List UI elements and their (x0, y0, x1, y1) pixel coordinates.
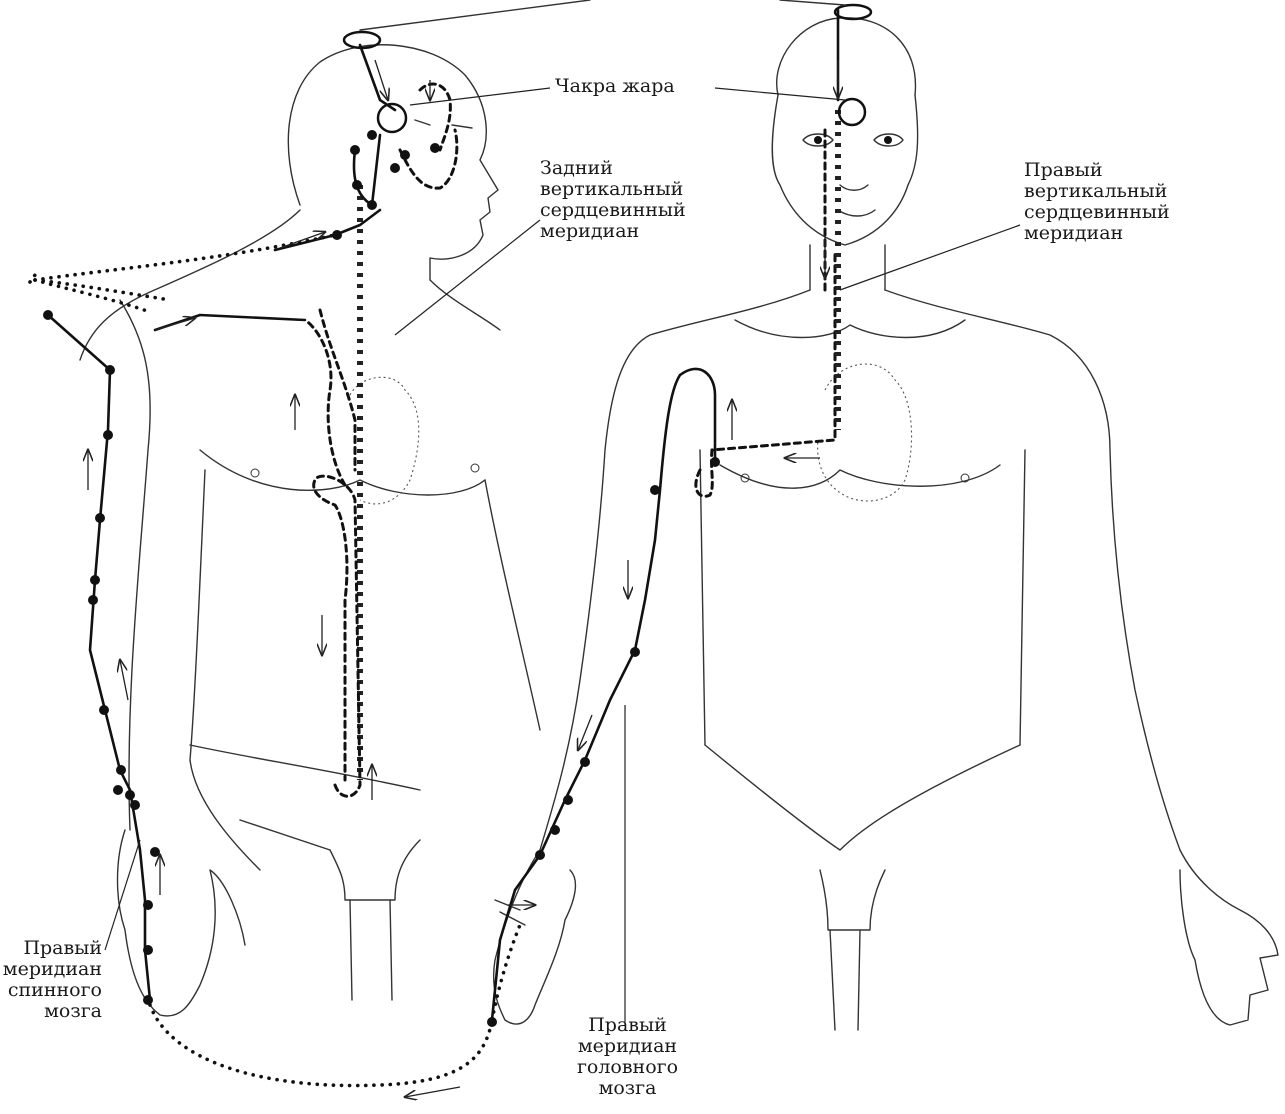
arrow-icon (120, 660, 129, 701)
arrow-icon (405, 1086, 461, 1097)
arrow-icon (578, 714, 593, 750)
label-brain-meridian: Правый меридиан головного мозга (576, 1014, 679, 1099)
label-rear-vertical-meridian: Задний вертикальный сердцевинный меридиа… (540, 157, 686, 242)
meridian-points (43, 130, 720, 1027)
ring-icon (837, 97, 867, 127)
label-spinal-cord-meridian: Правый меридиан спинного мозга (2, 937, 102, 1022)
ring-icon (833, 3, 873, 21)
meridian-lines (28, 8, 841, 1088)
arrow-icon (279, 232, 325, 249)
left-figure (79, 44, 541, 1017)
arrow-icon (374, 59, 388, 100)
label-chakra-heat: Чакра жара (555, 75, 675, 97)
label-right-vertical-meridian: Правый вертикальный сердцевинный меридиа… (1024, 159, 1170, 244)
flow-arrows (88, 59, 838, 1097)
right-figure (493, 17, 1279, 1031)
arrow-icon (154, 318, 195, 331)
chakra-markers (342, 0, 873, 134)
ring-icon (342, 30, 382, 50)
leader-lines (104, 87, 1021, 1025)
ring-icon (376, 102, 408, 134)
